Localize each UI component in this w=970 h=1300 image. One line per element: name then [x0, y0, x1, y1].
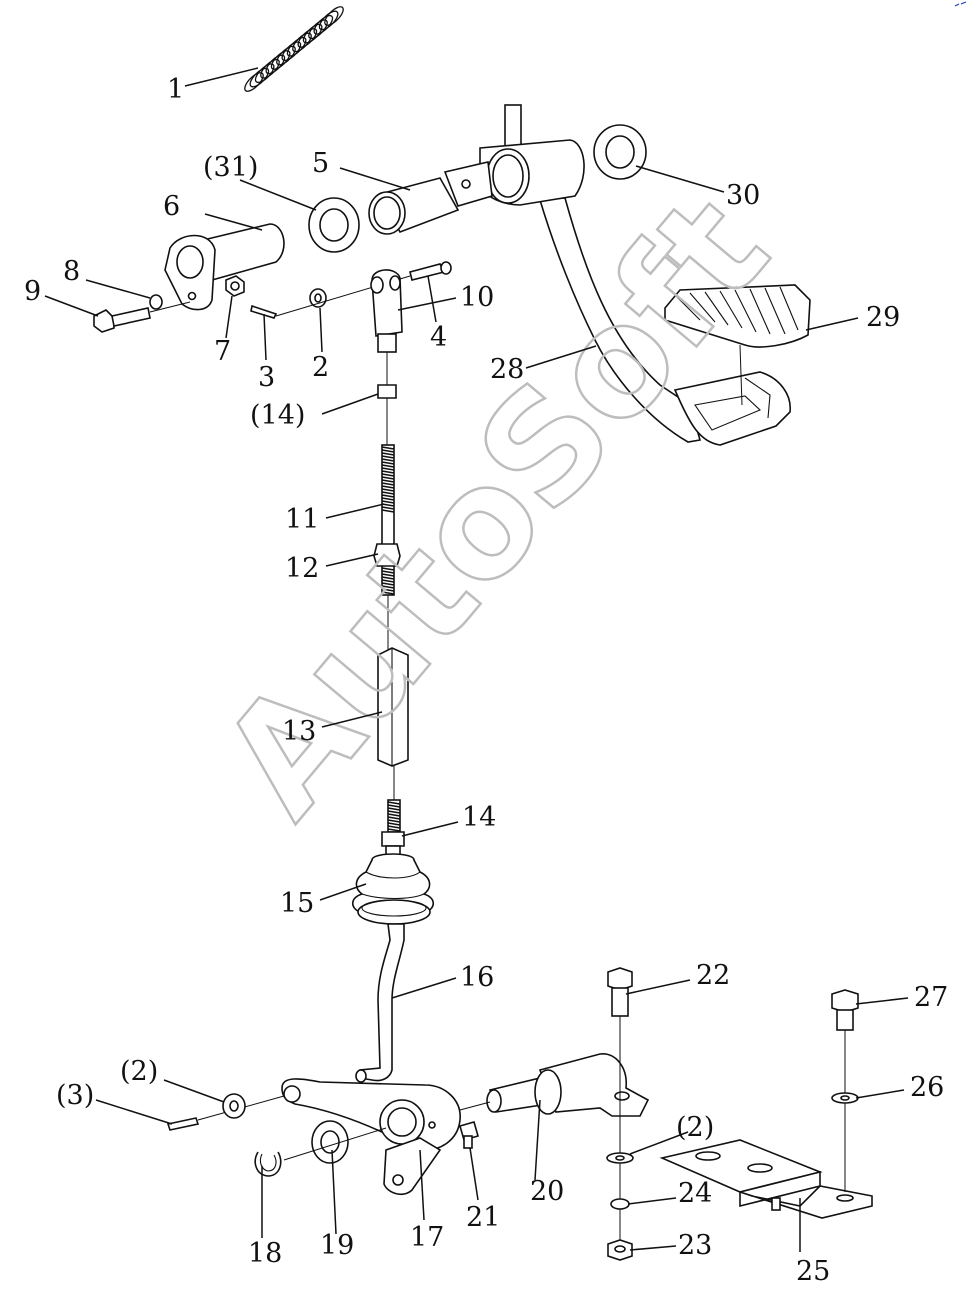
callout-27: 27 [914, 982, 948, 1013]
washer-part-31 [308, 197, 360, 253]
washer-part-8 [149, 294, 163, 310]
nut-part-7 [225, 275, 245, 297]
callout-12: 12 [285, 553, 319, 584]
callout-2-paren-left: (2) [120, 1056, 158, 1087]
callout-25: 25 [796, 1256, 830, 1287]
callout-17: 17 [410, 1222, 444, 1253]
adjust-sleeve-part-13 [377, 647, 409, 800]
callout-19: 19 [320, 1230, 354, 1261]
corner-mark [954, 1, 967, 7]
cotter-pin-part-3 [250, 304, 278, 319]
callout-26: 26 [910, 1072, 944, 1103]
callout-2-paren-right: (2) [676, 1112, 714, 1143]
callout-28: 28 [490, 354, 524, 385]
callout-29: 29 [866, 302, 900, 333]
callout-10: 10 [460, 282, 494, 313]
washer-part-30 [593, 124, 647, 180]
mount-bracket-part-25 [659, 1139, 873, 1219]
pedal-pad-part-29 [664, 284, 811, 406]
pedal-hub [443, 104, 585, 207]
callout-6: 6 [163, 191, 180, 222]
lock-washer-part-24 [610, 1198, 630, 1210]
callout-23: 23 [678, 1230, 712, 1261]
clevis-part-10 [370, 269, 403, 385]
callout-18: 18 [248, 1238, 282, 1269]
callout-7: 7 [214, 336, 231, 367]
nut-part-23 [607, 1239, 633, 1261]
callout-15: 15 [280, 888, 314, 919]
threaded-rod-part-11 [373, 444, 401, 650]
washer-part-19 [283, 1120, 387, 1164]
circlip-part-18 [254, 1151, 282, 1177]
pin-part-4 [275, 261, 452, 317]
callout-22: 22 [696, 960, 730, 991]
washer-part-2-bracket [606, 1152, 634, 1164]
lever-rod-part-16 [355, 923, 405, 1083]
callouts: 1 (31) 5 6 8 9 7 3 2 4 10 (14) 28 29 30 … [24, 74, 948, 1287]
callout-21: 21 [466, 1202, 500, 1233]
spring-part-1 [244, 6, 344, 92]
lever-part-17 [281, 1078, 461, 1196]
callout-13: 13 [282, 716, 316, 747]
rubber-boot-part-15 [351, 853, 435, 925]
callout-2: 2 [312, 352, 329, 383]
washer-part-2-lower [222, 1093, 246, 1119]
callout-20: 20 [530, 1176, 564, 1207]
callout-3: 3 [258, 362, 275, 393]
callout-9: 9 [24, 276, 41, 307]
pivot-shaft-part-20 [459, 1053, 650, 1117]
nut-part-14-lower [381, 799, 405, 861]
callout-1: 1 [167, 74, 184, 105]
callout-3-paren: (3) [56, 1080, 94, 1111]
callout-24: 24 [678, 1178, 712, 1209]
callout-14: 14 [462, 802, 496, 833]
callout-4: 4 [430, 322, 447, 353]
callout-16: 16 [460, 962, 494, 993]
leader-lines [44, 67, 909, 1252]
bushing-part-5 [368, 177, 460, 235]
shaft-part-6 [164, 223, 285, 311]
callout-11: 11 [285, 504, 319, 535]
washer-part-2 [309, 288, 327, 308]
callout-5: 5 [312, 148, 329, 179]
callout-31: (31) [203, 152, 258, 183]
bolt-part-27 [831, 989, 859, 1192]
bolt-part-9 [93, 301, 191, 333]
callout-14-paren: (14) [250, 400, 305, 431]
callout-8: 8 [63, 256, 80, 287]
nut-part-14-upper [377, 384, 397, 445]
callout-30: 30 [726, 180, 760, 211]
washer-part-26 [831, 1092, 859, 1104]
grease-fitting-part-21 [459, 1121, 479, 1149]
pedal-arm-part-28 [538, 197, 791, 446]
